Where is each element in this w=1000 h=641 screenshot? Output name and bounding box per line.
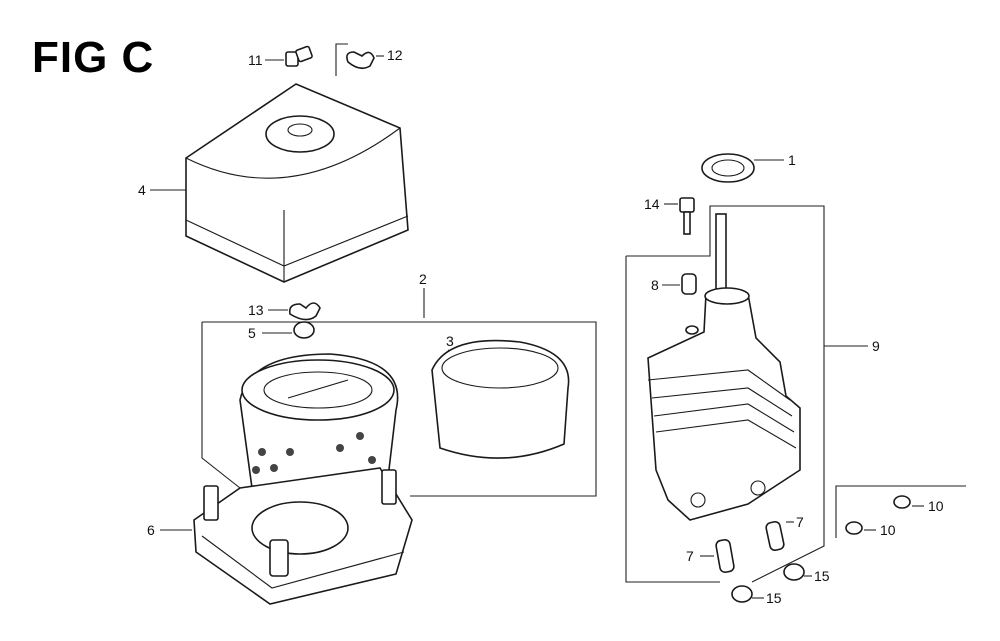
callout-6: 6 xyxy=(147,522,155,538)
part-6-base xyxy=(160,467,413,605)
callout-2: 2 xyxy=(419,271,427,287)
callout-4: 4 xyxy=(138,182,146,198)
part-15-clamps xyxy=(731,563,812,603)
part-5-nut xyxy=(262,321,315,339)
callout-5: 5 xyxy=(248,325,256,341)
callout-9: 9 xyxy=(872,338,880,354)
callout-13: 13 xyxy=(248,302,264,318)
part-7-tubes xyxy=(700,520,794,573)
part-10-caps xyxy=(835,485,966,538)
part-9-air-cleaner-body xyxy=(647,213,801,521)
callout-1: 1 xyxy=(788,152,796,168)
air-filter-element xyxy=(239,353,399,498)
callout-14: 14 xyxy=(644,196,660,212)
callout-3: 3 xyxy=(446,333,454,349)
part-3-foam-element xyxy=(431,339,570,459)
callout-10-upper: 10 xyxy=(928,498,944,514)
part-8-nut xyxy=(662,273,697,295)
callout-7-right: 7 xyxy=(796,514,804,530)
part-12-wing-nut xyxy=(335,43,384,76)
part-9-bracket xyxy=(625,205,868,583)
callout-8: 8 xyxy=(651,277,659,293)
part-11-screw xyxy=(265,45,313,67)
part-2-bracket xyxy=(201,288,597,497)
part-13-wing-nut xyxy=(268,302,321,321)
figure-title: FIG C xyxy=(32,33,155,82)
callout-12: 12 xyxy=(387,47,403,63)
callout-15-lower: 15 xyxy=(766,590,782,606)
callout-7-left: 7 xyxy=(686,548,694,564)
callout-11: 11 xyxy=(248,52,263,68)
part-1-seal-ring xyxy=(701,153,784,183)
callout-15-upper: 15 xyxy=(814,568,830,584)
part-14-bolt xyxy=(664,197,695,235)
callout-10-lower: 10 xyxy=(880,522,896,538)
part-4-air-cleaner-cover xyxy=(150,83,409,283)
